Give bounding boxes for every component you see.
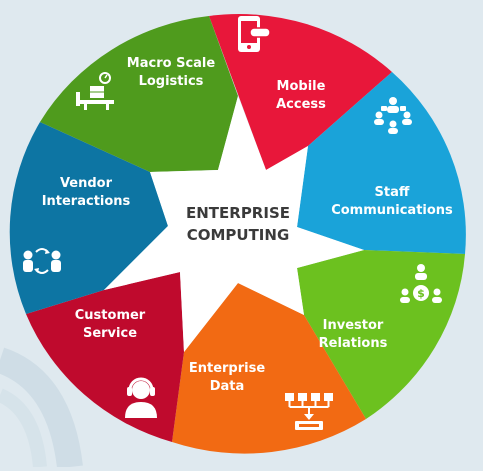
- center-title-line-2: COMPUTING: [187, 226, 290, 244]
- headset-agent-icon: [125, 377, 157, 418]
- vendor-exchange-icon: [23, 248, 61, 274]
- center-title: ENTERPRISE COMPUTING: [186, 204, 290, 244]
- label-macro-scale-logistics-1: Macro Scale: [127, 56, 216, 71]
- center-title-line-1: ENTERPRISE: [186, 204, 290, 222]
- label-staff-communications-1: Staff: [375, 185, 410, 200]
- people-chat-icon: [374, 97, 412, 134]
- mobile-phone-icon: [238, 16, 271, 52]
- investors-dollar-icon: $: [400, 264, 442, 303]
- svg-text:$: $: [417, 287, 425, 300]
- segment-vendor-interactions: [9, 122, 169, 314]
- segment-macro-scale-logistics: [40, 16, 238, 172]
- segment-enterprise-data: [172, 283, 366, 454]
- label-enterprise-data-1: Enterprise: [189, 361, 265, 376]
- label-investor-relations-1: Investor: [323, 318, 384, 333]
- segment-staff-communications: [297, 72, 466, 254]
- package-scale-icon: [76, 72, 114, 110]
- label-mobile-access-1: Mobile: [277, 79, 326, 94]
- label-mobile-access-2: Access: [276, 97, 326, 112]
- label-customer-service-1: Customer: [75, 308, 146, 323]
- segment-mobile-access: [209, 14, 392, 171]
- label-customer-service-2: Service: [83, 326, 137, 341]
- label-vendor-interactions-1: Vendor: [60, 176, 113, 191]
- segment-labels: Mobile Access Staff Communications Inves…: [42, 56, 453, 394]
- label-enterprise-data-2: Data: [210, 379, 245, 394]
- segment-customer-service: [26, 272, 184, 442]
- data-hierarchy-icon: [285, 393, 333, 430]
- label-staff-communications-2: Communications: [331, 203, 453, 218]
- background-arc-inner: [0, 388, 47, 468]
- label-macro-scale-logistics-2: Logistics: [139, 74, 204, 89]
- label-investor-relations-2: Relations: [319, 336, 388, 351]
- center-star: [104, 96, 364, 352]
- background-arc: [0, 347, 83, 469]
- label-vendor-interactions-2: Interactions: [42, 194, 131, 209]
